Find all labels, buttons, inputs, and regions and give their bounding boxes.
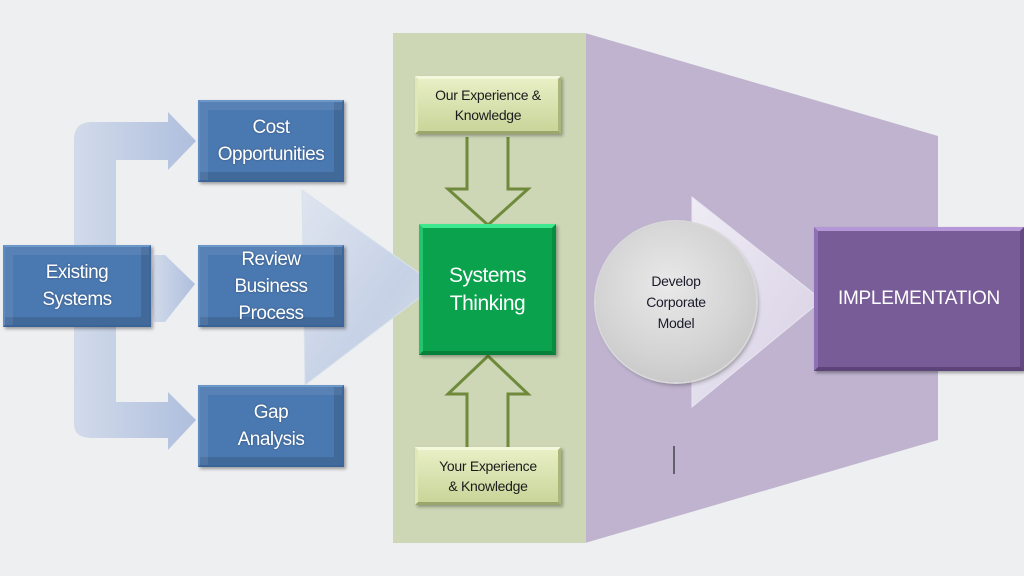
label-line: Thinking (449, 291, 526, 315)
label-line: Existing (45, 262, 109, 283)
gap-analysis-label: Gap Analysis (238, 399, 305, 453)
review-business-process-box[interactable]: Review Business Process (198, 245, 344, 327)
implementation-box[interactable]: IMPLEMENTATION (814, 227, 1024, 371)
your-experience-box[interactable]: Your Experience & Knowledge (415, 447, 561, 505)
label-line: Systems (448, 263, 527, 287)
connector-arrow-bottom (74, 326, 196, 450)
connector-arrow-top (74, 112, 196, 247)
existing-systems-box[interactable]: Existing Systems (3, 245, 151, 327)
gap-analysis-box[interactable]: Gap Analysis (198, 385, 344, 467)
systems-thinking-label: Systems Thinking (448, 262, 527, 318)
label-line: Corporate (646, 293, 706, 310)
label-line: Develop (651, 272, 701, 289)
our-experience-label: Our Experience & Knowledge (435, 85, 541, 125)
label-line: Knowledge (454, 107, 522, 123)
develop-corporate-model-circle[interactable]: Develop Corporate Model (596, 222, 756, 382)
cost-opportunities-label: Cost Opportunities (218, 114, 325, 168)
our-experience-box[interactable]: Our Experience & Knowledge (415, 76, 561, 134)
label-line: Gap (253, 402, 289, 423)
develop-corporate-model-label: Develop Corporate Model (646, 271, 706, 334)
your-experience-label: Your Experience & Knowledge (439, 456, 537, 496)
label-line: Process (238, 302, 304, 324)
up-arrow-icon (444, 353, 532, 447)
review-business-process-label: Review Business Process (234, 246, 308, 327)
systems-thinking-box[interactable]: Systems Thinking (419, 224, 556, 355)
label-line: Model (657, 314, 695, 331)
existing-systems-label: Existing Systems (42, 259, 112, 313)
cost-opportunities-box[interactable]: Cost Opportunities (198, 100, 344, 182)
label-line: Your Experience (439, 458, 537, 474)
connector-arrow-middle (152, 255, 195, 322)
label-line: Systems (42, 289, 112, 310)
label-line: Cost (252, 117, 290, 138)
label-line: Business (234, 275, 308, 297)
label-line: Analysis (237, 429, 305, 450)
label-line: Our Experience & (435, 87, 541, 103)
implementation-label: IMPLEMENTATION (838, 288, 1000, 309)
label-line: & Knowledge (448, 478, 528, 494)
label-line: Review (241, 248, 301, 270)
label-line: Opportunities (217, 144, 325, 165)
